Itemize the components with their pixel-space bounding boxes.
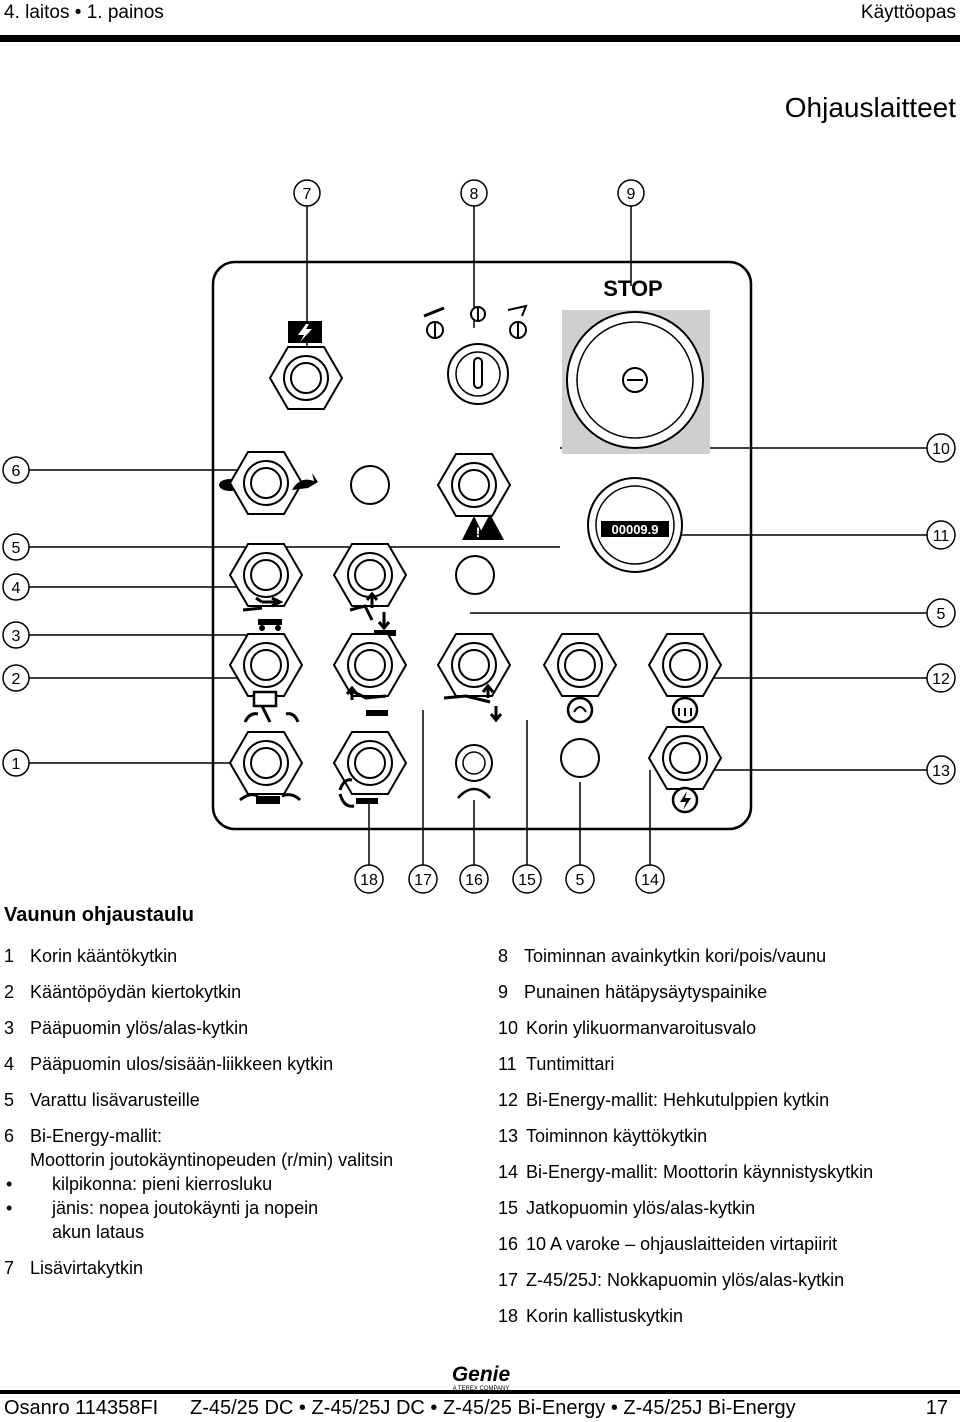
callout-6: 6: [12, 463, 21, 480]
callout-2: 2: [12, 671, 21, 688]
circuit-breaker-icon: [457, 787, 491, 799]
hour-meter-value: 00009.9: [612, 522, 659, 537]
callout-markers: 7 8 9 6 5 4 3 2 1 10 11 5 12 13 18 17 16…: [2, 179, 956, 894]
idle-select-description: Moottorin joutokäyntinopeuden (r/min) va…: [30, 1150, 394, 1170]
logo-subtitle: A TEREX COMPANY: [453, 1386, 510, 1392]
page-number: 17: [925, 1397, 948, 1419]
callout-5-right: 5: [937, 606, 946, 623]
control-panel-diagram: 7 8 9 6 5 4 3 2 1 10 11 5 12 13 18 17 16…: [2, 179, 956, 894]
extend-boom-up-down-switch[interactable]: [437, 633, 511, 723]
callout-11: 11: [933, 528, 950, 545]
boom-extend-icon: [242, 596, 284, 612]
callout-15: 15: [518, 872, 536, 889]
footer-rule: [0, 1390, 960, 1394]
callout-18: 18: [360, 872, 378, 889]
callout-12: 12: [932, 671, 950, 688]
reserved-accessory-light-bottom: [560, 738, 600, 778]
figure-caption: Vaunun ohjaustaulu: [4, 904, 195, 926]
engine-idle-select-switch[interactable]: [219, 451, 318, 515]
boom-extend-retract-switch[interactable]: [229, 543, 303, 631]
callout-5-left: 5: [12, 540, 21, 557]
function-enable-switch[interactable]: [648, 726, 722, 814]
stop-label: STOP: [603, 276, 663, 301]
rabbit-icon: [292, 473, 318, 490]
platform-rotate-icon: [239, 793, 302, 802]
callout-10: 10: [932, 441, 950, 458]
callout-leaders: [28, 206, 928, 865]
page-title: Ohjauslaitteet: [784, 92, 956, 123]
platform-level-icon: [338, 778, 355, 808]
boom-up-down-icon: [349, 604, 374, 621]
platform-overload-indicator: [350, 465, 390, 505]
boom-raise-lower-icon: [443, 694, 491, 704]
key-switch[interactable]: [423, 304, 528, 405]
reserved-accessory-light: [455, 555, 495, 595]
callout-3: 3: [12, 628, 21, 645]
turntable-rotate-switch[interactable]: [229, 633, 303, 723]
engine-start-switch[interactable]: [543, 633, 617, 724]
callout-14: 14: [641, 872, 659, 889]
callout-16: 16: [465, 872, 483, 889]
platform-level-switch[interactable]: [333, 731, 407, 808]
turntable-rotate-icon: [252, 690, 278, 708]
model-list: Z-45/25 DC • Z-45/25J DC • Z-45/25 Bi-En…: [190, 1397, 796, 1419]
callout-8: 8: [470, 186, 479, 203]
genie-logo: Genie A TEREX COMPANY: [452, 1363, 511, 1392]
callout-13: 13: [932, 763, 950, 780]
turtle-bullet: •kilpikonna: pieni kierrosluku: [6, 1174, 273, 1194]
secondary-boom-up-down-switch[interactable]: [333, 633, 407, 716]
callout-7: 7: [303, 186, 312, 203]
auxiliary-power-switch[interactable]: [269, 321, 343, 410]
engine-start-icon: [566, 696, 594, 724]
callout-17: 17: [414, 872, 432, 889]
callout-9: 9: [627, 186, 636, 203]
legend-item-6-detail: Moottorin joutokäyntinopeuden (r/min) va…: [4, 1148, 474, 1244]
callout-4: 4: [12, 580, 21, 597]
manual-type-label: Käyttöopas: [860, 2, 956, 23]
glow-plug-switch[interactable]: [648, 633, 722, 724]
callout-5-bottom: 5: [576, 872, 585, 889]
header-rule: [0, 35, 960, 42]
edition-label: 4. laitos • 1. painos: [4, 2, 164, 23]
part-number: Osanro 114358FI: [4, 1397, 159, 1419]
callout-1: 1: [12, 756, 21, 773]
hour-meter: 00009.9: [587, 477, 683, 573]
platform-rotate-switch[interactable]: [229, 731, 303, 804]
control-circuit-breaker[interactable]: [455, 744, 493, 799]
spare-toggle-top[interactable]: !: [437, 453, 511, 540]
emergency-stop-button[interactable]: STOP: [562, 276, 710, 454]
svg-text:!: !: [476, 524, 481, 540]
logo-wordmark: Genie: [452, 1363, 511, 1386]
